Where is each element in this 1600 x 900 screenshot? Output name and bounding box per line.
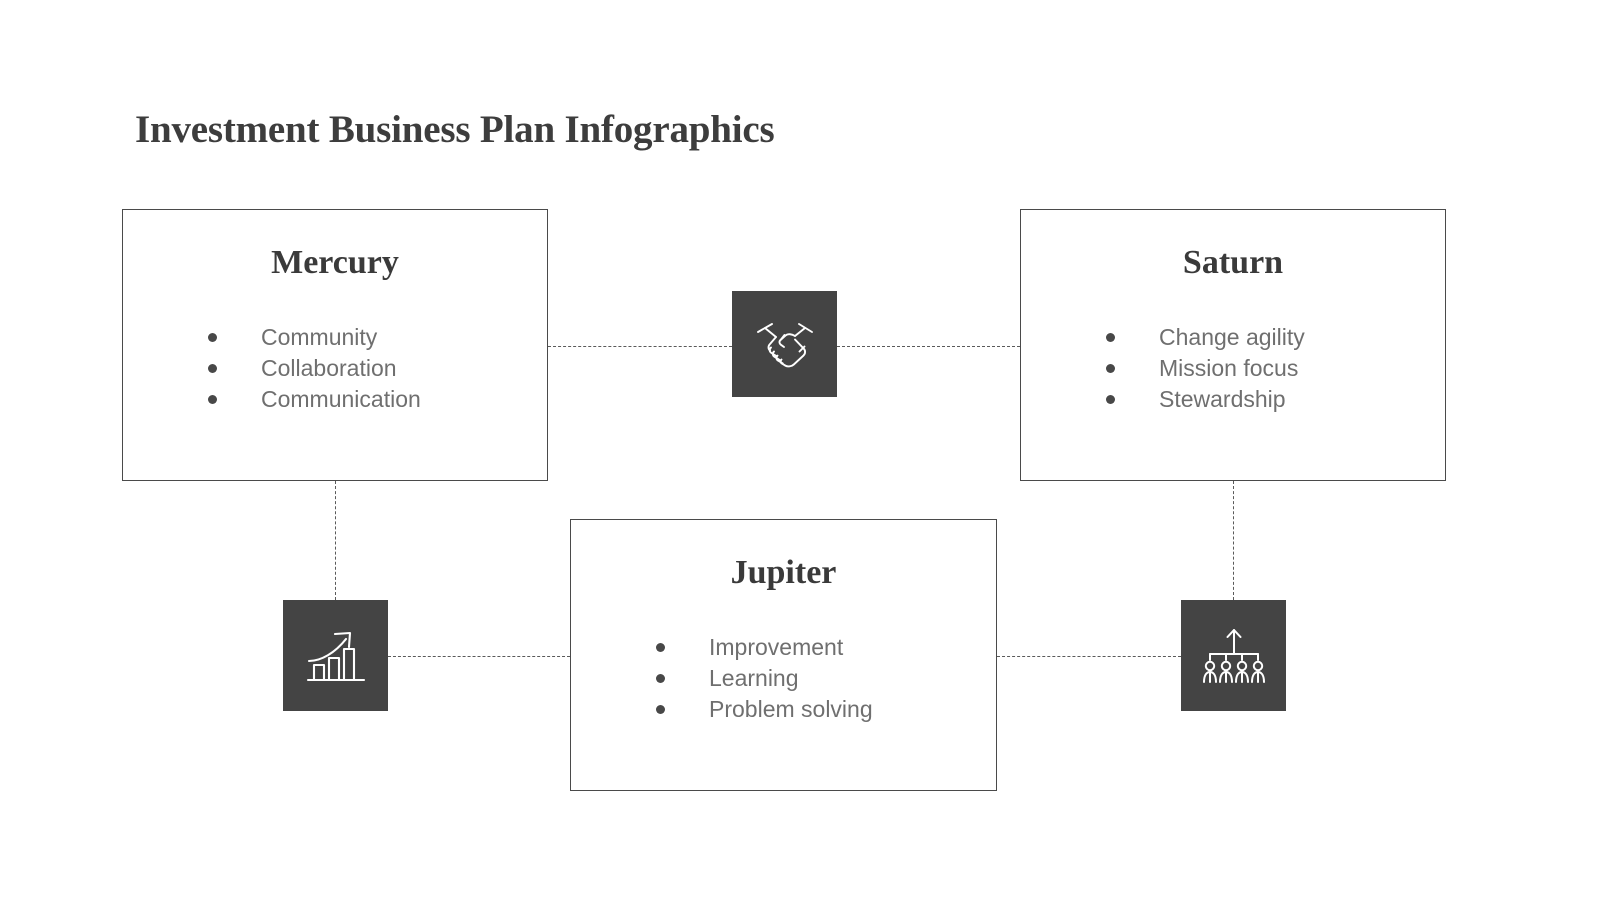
list-item-label: Collaboration	[261, 355, 397, 381]
card-list-saturn: Change agility Mission focus Stewardship	[1021, 322, 1445, 415]
list-item: Change agility	[1021, 322, 1445, 353]
list-item: Improvement	[571, 632, 996, 663]
icon-tile-team[interactable]	[1181, 600, 1286, 711]
list-item-label: Problem solving	[709, 696, 873, 722]
card-mercury[interactable]: Mercury Community Collaboration Communic…	[122, 209, 548, 481]
handshake-icon	[755, 318, 815, 370]
bullet-icon	[656, 674, 665, 683]
icon-tile-growth[interactable]	[283, 600, 388, 711]
connector-mercury-handshake	[548, 346, 732, 347]
card-title-mercury: Mercury	[271, 244, 399, 281]
bullet-icon	[1106, 395, 1115, 404]
bullet-icon	[1106, 364, 1115, 373]
list-item: Collaboration	[123, 353, 547, 384]
bullet-icon	[208, 395, 217, 404]
card-title-jupiter: Jupiter	[730, 554, 837, 591]
card-list-mercury: Community Collaboration Communication	[123, 322, 547, 415]
team-hierarchy-icon	[1202, 627, 1266, 685]
connector-handshake-saturn	[837, 346, 1020, 347]
bullet-icon	[208, 364, 217, 373]
icon-tile-handshake[interactable]	[732, 291, 837, 397]
connector-growth-jupiter	[388, 656, 570, 657]
list-item-label: Stewardship	[1159, 386, 1286, 412]
bullet-icon	[656, 705, 665, 714]
card-saturn[interactable]: Saturn Change agility Mission focus Stew…	[1020, 209, 1446, 481]
connector-saturn-team	[1233, 481, 1234, 600]
list-item: Stewardship	[1021, 384, 1445, 415]
list-item-label: Communication	[261, 386, 421, 412]
connector-mercury-growth	[335, 481, 336, 600]
list-item: Community	[123, 322, 547, 353]
bullet-icon	[656, 643, 665, 652]
page-title: Investment Business Plan Infographics	[135, 108, 775, 151]
list-item-label: Mission focus	[1159, 355, 1299, 381]
list-item: Mission focus	[1021, 353, 1445, 384]
list-item: Learning	[571, 663, 996, 694]
list-item-label: Learning	[709, 665, 799, 691]
bullet-icon	[208, 333, 217, 342]
card-list-jupiter: Improvement Learning Problem solving	[571, 632, 996, 725]
card-title-saturn: Saturn	[1182, 244, 1284, 281]
connector-jupiter-team	[997, 656, 1181, 657]
card-jupiter[interactable]: Jupiter Improvement Learning Problem sol…	[570, 519, 997, 791]
list-item-label: Community	[261, 324, 378, 350]
bullet-icon	[1106, 333, 1115, 342]
growth-chart-icon	[305, 627, 367, 685]
list-item-label: Improvement	[709, 634, 844, 660]
list-item: Problem solving	[571, 694, 996, 725]
list-item: Communication	[123, 384, 547, 415]
list-item-label: Change agility	[1159, 324, 1305, 350]
